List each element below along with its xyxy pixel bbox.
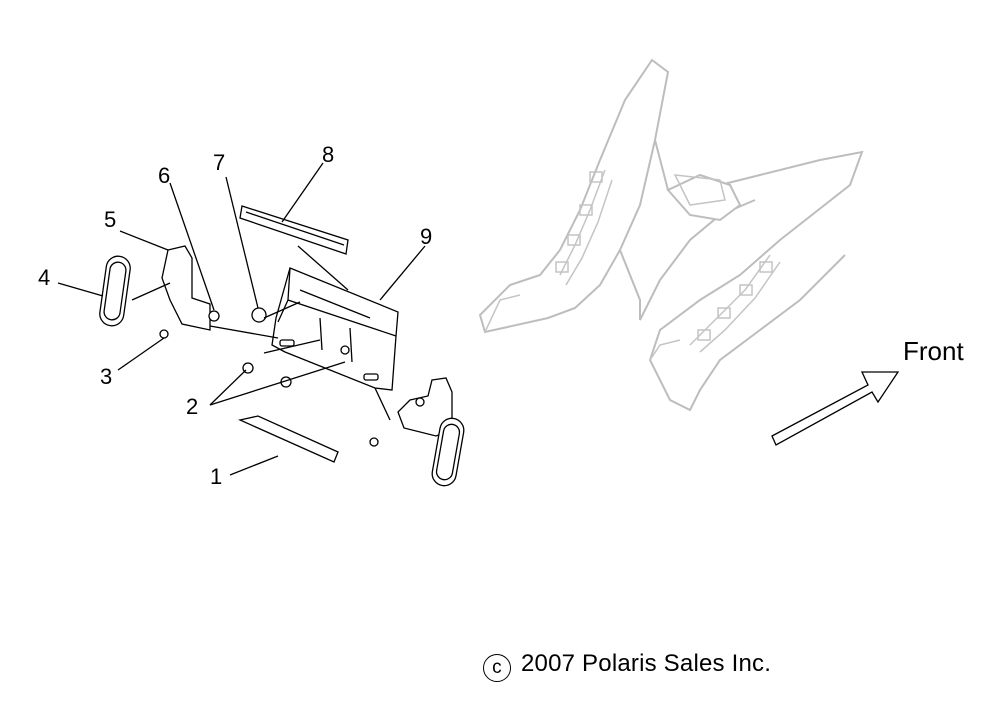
callout-2: 2 [186, 394, 198, 419]
arrow-icon [771, 371, 900, 446]
copyright-notice: c 2007 Polaris Sales Inc. [483, 650, 771, 682]
part-4-lamp [99, 255, 131, 327]
callout-4: 4 [38, 265, 50, 290]
leader-lines [57, 162, 426, 476]
part-6-nut [208, 310, 220, 322]
right-screw [369, 437, 379, 447]
callout-5: 5 [104, 207, 116, 232]
callout-8: 8 [322, 142, 334, 167]
callout-3: 3 [100, 364, 112, 389]
part-1-cover [237, 415, 339, 463]
part-3-screw [159, 329, 169, 339]
front-label: Front [903, 336, 964, 366]
callout-9: 9 [420, 224, 432, 249]
part-8-strip [239, 205, 349, 255]
part-7-bumper [251, 307, 267, 323]
copyright-symbol: c [483, 654, 511, 682]
callout-6: 6 [158, 163, 170, 188]
copyright-text: 2007 Polaris Sales Inc. [521, 650, 772, 677]
part-5-light-bracket [161, 245, 211, 331]
callout-7: 7 [213, 150, 225, 175]
part-9-bracket [271, 267, 399, 391]
right-light-bracket [397, 377, 453, 437]
callout-1: 1 [210, 464, 222, 489]
vehicle-body-ghost [478, 58, 864, 412]
front-indicator: Front [771, 336, 964, 446]
right-lamp [431, 417, 465, 487]
callout-labels: 1 2 3 4 5 6 7 8 9 [38, 142, 432, 489]
